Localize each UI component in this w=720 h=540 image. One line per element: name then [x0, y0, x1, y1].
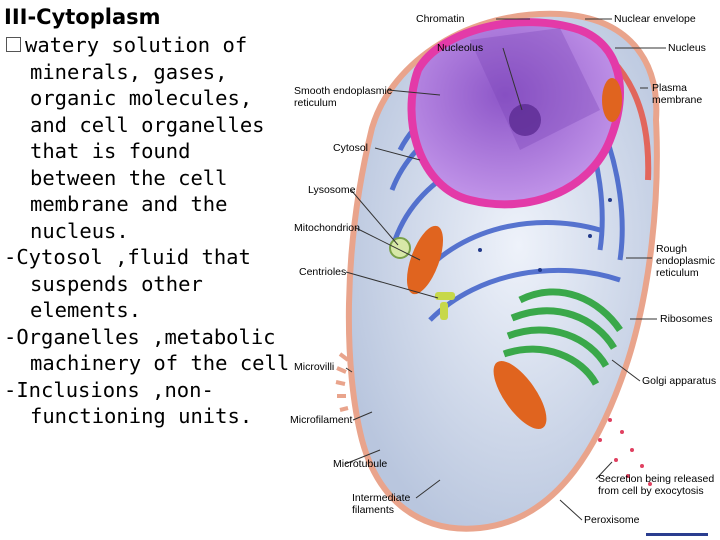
leader-lines [344, 18, 666, 521]
text-line: between the cell [30, 165, 228, 190]
label-rough-er: Rough endoplasmic reticulum [656, 243, 715, 279]
text-line: functioning units. [30, 404, 253, 428]
nucleus-cut [470, 28, 600, 150]
text-line: and cell organelles [30, 112, 265, 137]
label-microfilament: Microfilament [290, 414, 353, 426]
bullet-line: watery solution of [4, 32, 304, 59]
label-plasma-membrane: Plasma membrane [652, 82, 703, 106]
label-lysosome: Lysosome [308, 184, 356, 196]
text-line: -Organelles ,metabolic [4, 324, 276, 349]
label-centrioles: Centrioles [299, 266, 347, 278]
label-ribosomes: Ribosomes [660, 313, 713, 325]
lysosome [389, 237, 411, 259]
text-line: -Cytosol ,fluid that [4, 245, 251, 269]
text-line: elements. [30, 298, 142, 322]
label-smooth-er: Smooth endoplasmic reticulum [294, 85, 393, 109]
slide-text: III-Cytoplasm watery solution of mineral… [4, 4, 304, 430]
label-peroxisome: Peroxisome [584, 514, 640, 526]
label-secretion: Secretion being released from cell by ex… [598, 473, 715, 497]
microvilli [335, 352, 350, 412]
slide-accent-line [646, 533, 708, 536]
label-cytosol: Cytosol [333, 142, 369, 154]
secretion-dots [598, 418, 652, 486]
slide-title: III-Cytoplasm [4, 5, 161, 29]
bullet-text: watery solution of [25, 33, 248, 57]
golgi-apparatus [502, 288, 623, 386]
label-mitochondrion: Mitochondrion [294, 222, 360, 234]
checkbox-bullet-icon [6, 36, 21, 52]
text-line: membrane and the [30, 192, 228, 216]
text-line: -Inclusions ,non- [4, 377, 214, 402]
label-microvilli: Microvilli [294, 361, 335, 373]
text-line: minerals, gases, [30, 59, 228, 84]
mitochondria [406, 78, 622, 430]
label-intermediate-filaments: Intermediate filaments [352, 492, 411, 516]
label-nuclear-envelope: Nuclear envelope [614, 13, 696, 25]
label-nucleolus: Nucleolus [437, 42, 484, 54]
text-line: that is found [30, 139, 191, 163]
label-chromatin: Chromatin [416, 13, 465, 25]
text-line: suspends other [30, 271, 203, 296]
centrioles [435, 292, 455, 320]
nucleolus [509, 104, 541, 136]
text-line: machinery of the cell [30, 351, 290, 375]
text-line: organic molecules, [30, 86, 253, 110]
label-nucleus: Nucleus [668, 42, 706, 54]
label-golgi-apparatus: Golgi apparatus [642, 375, 717, 387]
label-microtubule: Microtubule [333, 458, 388, 470]
text-line: nucleus. [30, 218, 129, 243]
cell-diagram [335, 10, 666, 532]
